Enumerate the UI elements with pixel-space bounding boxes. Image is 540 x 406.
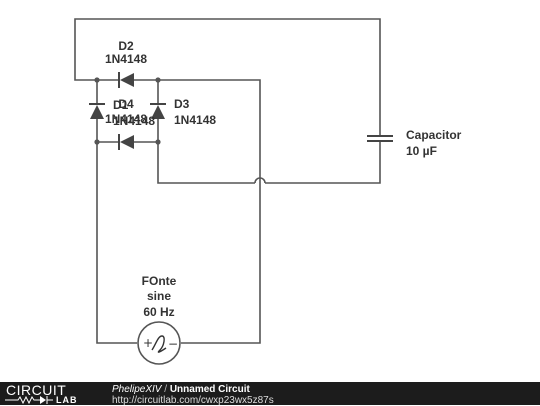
wires	[74, 18, 381, 344]
capacitor[interactable]	[367, 135, 393, 142]
capacitor-name-label: Capacitor	[406, 128, 462, 142]
source-type-label: sine	[147, 289, 171, 303]
diode-d2-symbol	[120, 73, 134, 87]
source-frequency-label: 60 Hz	[143, 305, 174, 319]
d1-name-label: D1	[113, 98, 129, 112]
minus-icon: −	[168, 337, 178, 351]
d3-name-label: D3	[174, 97, 190, 111]
diode-d1[interactable]	[89, 103, 105, 119]
circuit-url[interactable]: http://circuitlab.com/cwxp23wx5z87s	[112, 395, 274, 406]
wire-left-source	[96, 142, 137, 344]
diode-d1-symbol	[90, 105, 104, 119]
source-name-label: FOnte	[142, 274, 177, 288]
sine-wave-icon	[151, 335, 167, 353]
wire-capacitor-bottom	[265, 146, 381, 184]
d3-part-label: 1N4148	[174, 113, 216, 127]
diode-d2[interactable]	[118, 72, 134, 88]
junction-dot	[155, 77, 161, 83]
junction-dot	[94, 77, 100, 83]
sine-source-circle	[137, 321, 181, 365]
circuit-meta: PhelipeXIV / Unnamed Circuit http://circ…	[112, 384, 274, 406]
diode-d3[interactable]	[150, 103, 166, 119]
meta-separator: /	[164, 384, 168, 395]
circuit-title[interactable]: Unnamed Circuit	[169, 384, 250, 395]
wire-return	[157, 142, 255, 184]
wire-top-loop	[74, 18, 381, 130]
sine-source[interactable]: + −	[137, 321, 181, 365]
junction-dot	[94, 139, 100, 145]
d1-part-label: 1N4148	[113, 114, 155, 128]
capacitor-value-label: 10 µF	[406, 144, 437, 158]
d4-part-label: 1N4148	[105, 112, 147, 126]
junction-dot	[155, 139, 161, 145]
diode-d3-symbol	[151, 105, 165, 119]
diode-d4-symbol	[120, 135, 134, 149]
junctions	[94, 77, 161, 145]
circuitlab-logo[interactable]: CIRCUIT LAB	[4, 383, 96, 405]
logo-top-text: CIRCUIT	[6, 382, 67, 398]
d2-name-label: D2	[118, 39, 134, 53]
plus-icon: +	[143, 336, 153, 350]
logo-bottom-text: LAB	[56, 395, 78, 405]
footer-bar: CIRCUIT LAB PhelipeXIV / Unnamed Circuit…	[0, 382, 540, 406]
diode-d4[interactable]	[118, 134, 134, 150]
author-link[interactable]: PhelipeXIV	[112, 384, 162, 395]
resistor-icon	[5, 395, 53, 405]
wire-right-source	[158, 79, 261, 344]
d2-part-label: 1N4148	[105, 52, 147, 66]
d4-name-label: D4	[118, 97, 134, 111]
schematic-canvas: D2 1N4148 D3 1N4148 D4 1N4148 D1 1N4148 …	[74, 18, 462, 365]
